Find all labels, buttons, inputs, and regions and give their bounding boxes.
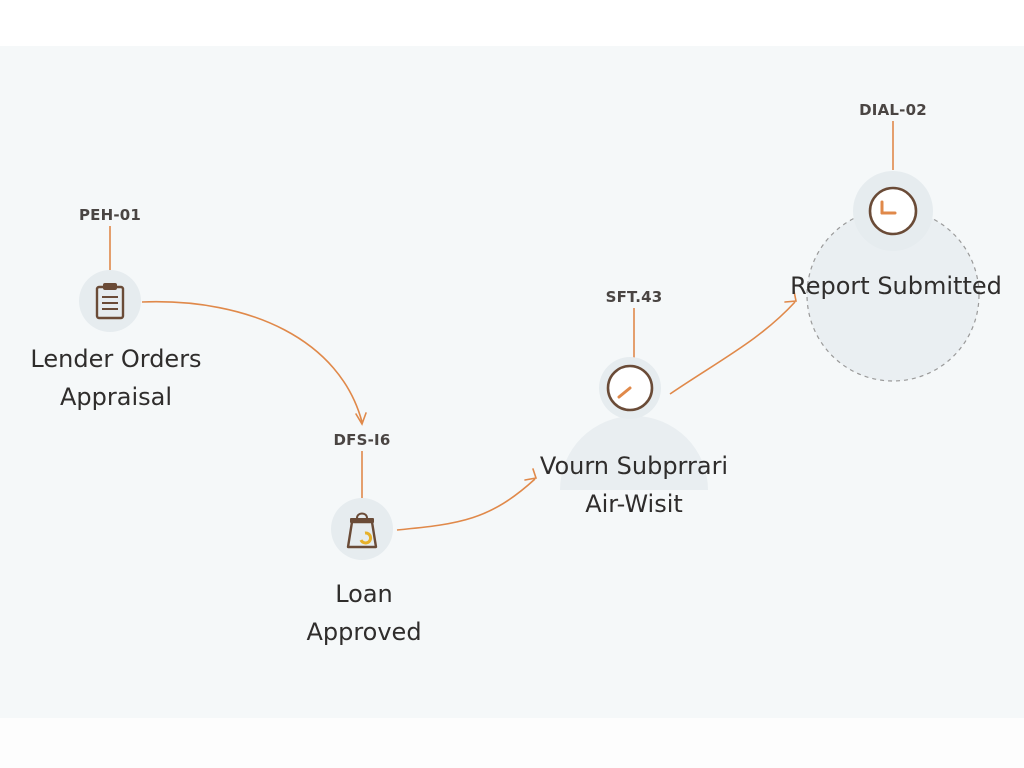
node-label-line: Air-Wisit — [585, 490, 683, 518]
node-code-dial: DIAL-02 — [859, 101, 927, 119]
node-label-line: Appraisal — [59, 383, 173, 411]
node-label-line: Lender Orders — [30, 345, 202, 373]
node-label-loan: Loan Approved — [306, 575, 421, 651]
gauge-icon — [606, 364, 654, 412]
arrowhead-1 — [355, 412, 367, 426]
node-label-lender: Lender Orders Appraisal — [30, 340, 201, 416]
node-label-line: Vourn Subprrari — [539, 452, 729, 480]
bottom-band — [0, 718, 1024, 768]
connector-2-3 — [396, 478, 536, 531]
clock-icon — [868, 186, 918, 236]
top-band — [0, 0, 1024, 46]
node-label-visit: Vourn Subprrari Air-Wisit — [540, 447, 728, 523]
node-code-dfs: DFS-I6 — [333, 431, 391, 449]
clipboard-icon — [95, 283, 125, 320]
node-code-sft: SFT.43 — [605, 288, 663, 306]
arrowhead-3 — [784, 290, 797, 303]
node-icon-circle-3[interactable] — [599, 357, 661, 419]
connector-3-4 — [669, 301, 796, 395]
node-icon-circle-4[interactable] — [853, 171, 933, 251]
node-label-line: Approved — [306, 618, 422, 646]
connector-1-2 — [141, 300, 363, 423]
node-label-report: Report Submitted — [790, 267, 1002, 305]
node-code-peh: PEH-01 — [78, 206, 142, 224]
arrowhead-2 — [524, 468, 538, 481]
node-label-line: Loan — [335, 580, 393, 608]
report-halo — [806, 208, 980, 382]
node-icon-circle-1[interactable] — [79, 270, 141, 332]
bag-icon — [346, 512, 378, 549]
node-icon-circle-2[interactable] — [331, 498, 393, 560]
node-label-line: Report Submitted — [790, 272, 1002, 300]
visit-halo — [560, 416, 708, 490]
